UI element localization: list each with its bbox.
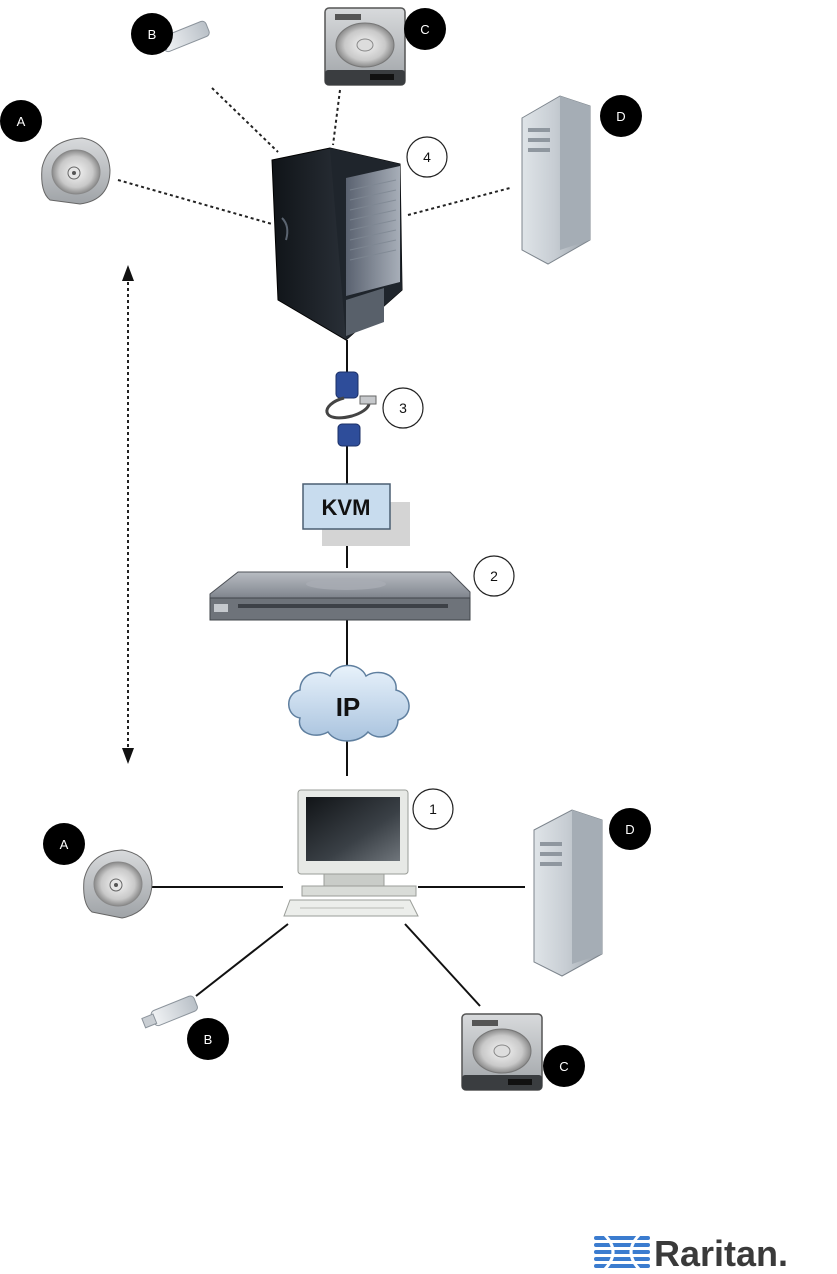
raritan-logo: Raritan. [594,1233,788,1274]
ip-cloud: IP [289,666,409,742]
usb-drive-icon-bottom [141,995,199,1031]
disk-drive-icon-top [42,138,110,204]
link-top-server [408,188,510,215]
badge-bottom-b: B [187,1018,229,1060]
badge-top-d-text: D [616,109,625,124]
vertical-dotted-arrow [122,265,134,764]
callout-target-server: 4 [407,137,447,177]
cim-cable-icon [327,372,376,446]
kvm-box: KVM [303,484,410,546]
callout-client-text: 1 [429,801,437,817]
badge-bottom-b-text: B [204,1032,213,1047]
kvm-box-label: KVM [322,495,371,520]
badge-top-b-text: B [148,27,157,42]
cloud-label: IP [336,692,361,722]
callout-kvm-switch: 2 [474,556,514,596]
hard-drive-icon-top [325,8,405,85]
raritan-logo-mark [594,1234,650,1270]
kvm-switch-appliance [210,572,470,620]
badge-top-d: D [600,95,642,137]
callout-target-server-text: 4 [423,149,431,165]
server-icon-top [522,96,590,264]
target-server-tower [272,148,402,340]
callout-kvm-switch-text: 2 [490,568,498,584]
badge-top-a: A [0,100,42,142]
hard-drive-icon-bottom [462,1014,542,1090]
link-top-usb [212,88,278,152]
link-top-hdd [333,90,340,145]
badge-bottom-c: C [543,1045,585,1087]
badge-bottom-d: D [609,808,651,850]
server-icon-bottom [534,810,602,976]
badge-top-a-text: A [17,114,26,129]
badge-bottom-d-text: D [625,822,634,837]
badge-top-c: C [404,8,446,50]
badge-top-c-text: C [420,22,429,37]
badge-bottom-c-text: C [559,1059,568,1074]
callout-cim-text: 3 [399,400,407,416]
disk-drive-icon-bottom [84,850,152,918]
raritan-logo-text: Raritan. [654,1233,788,1274]
badge-bottom-a-text: A [60,837,69,852]
badge-top-b: B [131,13,173,55]
client-pc [284,790,418,916]
link-top-disk [118,180,272,224]
badge-bottom-a: A [43,823,85,865]
callout-client: 1 [413,789,453,829]
callout-cim: 3 [383,388,423,428]
